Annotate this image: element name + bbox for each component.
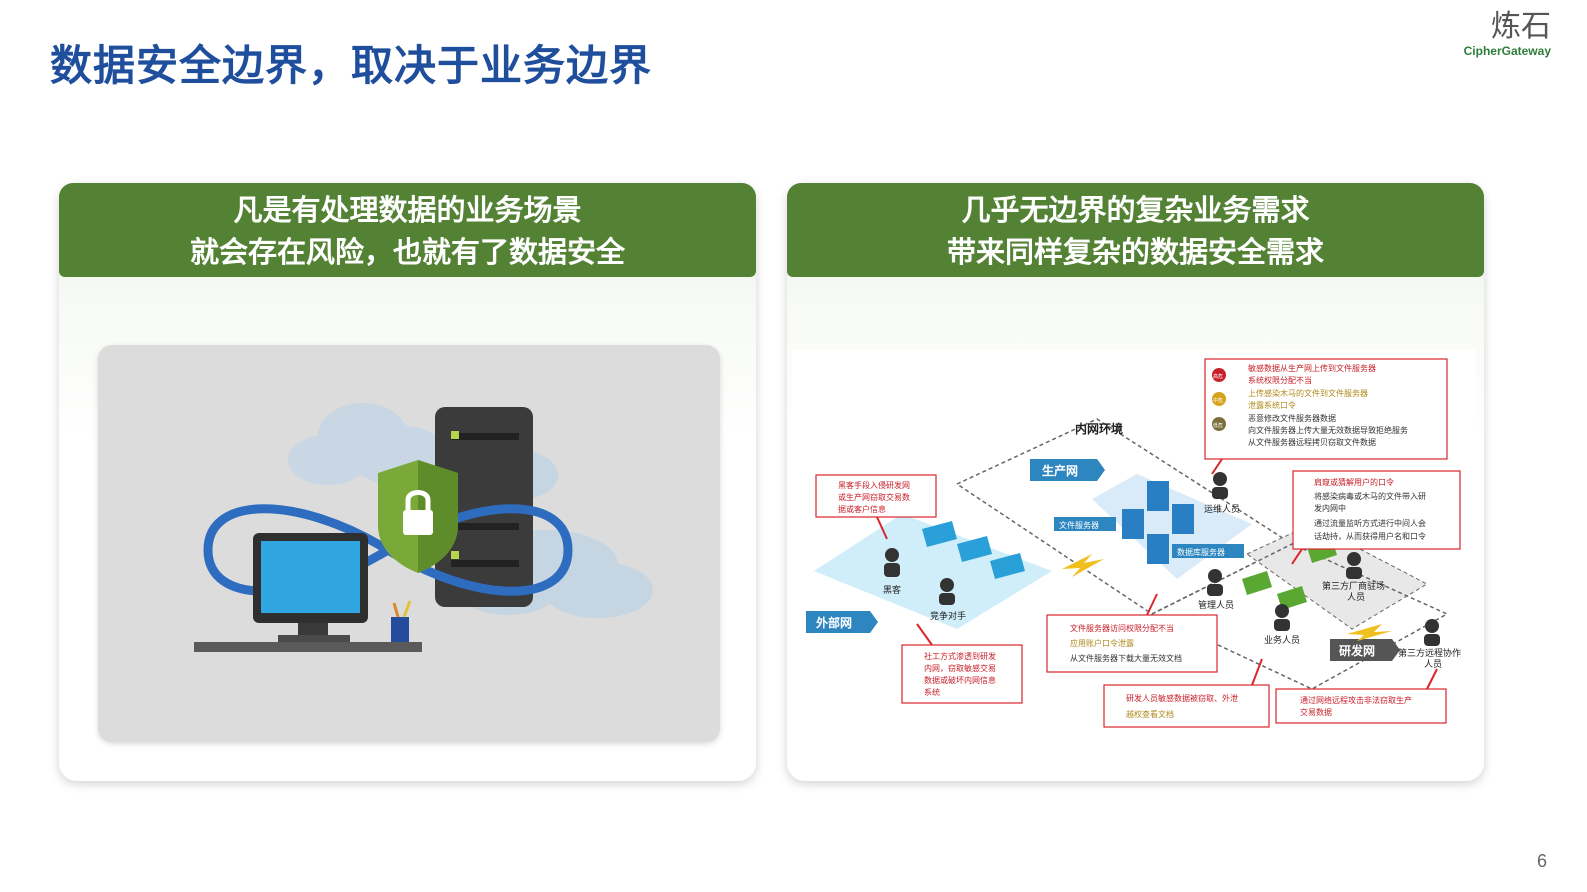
- risk-list-right: 肩窥或猜解用户的口令 将感染病毒或木马的文件带入研 发内网中 通过流量监听方式进…: [1314, 477, 1426, 541]
- risk-item: 应用账户口令泄露: [1070, 638, 1134, 648]
- risk-network-diagram: 内网环境 生产网 外部网 研发网 文件服务器 数据库服务器: [792, 349, 1476, 753]
- risk-box-top: [1204, 358, 1448, 460]
- risk-box-social: [901, 644, 1023, 704]
- risk-item: 敏感数据从生产网上传到文件服务器: [1248, 363, 1376, 373]
- risk-item: 系统: [924, 687, 940, 697]
- left-header-line1: 凡是有处理数据的业务场景: [233, 193, 582, 227]
- risk-list-rnd: 研发人员敏感数据被窃取、外泄 越权查看文档: [1126, 693, 1238, 719]
- risk-level-high-badge: [1212, 368, 1226, 382]
- slide-title: 数据安全边界，取决于业务边界: [50, 41, 653, 90]
- left-header-line2: 就会存在风险，也就有了数据安全: [189, 235, 625, 269]
- risk-item: 将感染病毒或木马的文件带入研: [1314, 491, 1426, 501]
- zone-inner-label: 内网环境: [1075, 421, 1123, 436]
- risk-box-hacker: [815, 474, 937, 518]
- risk-item: 发内网中: [1314, 503, 1346, 513]
- logo-cn-text: 炼石: [1491, 9, 1551, 44]
- risk-list-social: 社工方式渗透到研发 内网，窃取敏感交易 数据或破坏内网信息 系统: [924, 651, 996, 697]
- zone-rnd-tag: [1330, 639, 1400, 661]
- role-business: 业务人员: [1264, 634, 1300, 646]
- zone-external-tag: [806, 611, 878, 633]
- risk-item: 社工方式渗透到研发: [924, 651, 996, 661]
- risk-level-mid-badge: [1212, 392, 1226, 406]
- risk-item: 交易数据: [1300, 707, 1332, 717]
- risk-item: 或生产网窃取交易数: [838, 492, 910, 502]
- risk-item: 研发人员敏感数据被窃取、外泄: [1126, 693, 1238, 703]
- role-ops: 运维人员: [1204, 503, 1240, 515]
- risk-list-file: 文件服务器访问权限分配不当 应用账户口令泄露 从文件服务器下载大量无效文档: [1070, 623, 1182, 663]
- risk-item: 恶意修改文件服务器数据: [1248, 413, 1336, 423]
- risk-item: 从文件服务器下载大量无效文档: [1070, 653, 1182, 663]
- lightning-icon: [1062, 554, 1392, 641]
- file-server-label: 文件服务器: [1059, 520, 1099, 530]
- risk-item: 从文件服务器远程拷贝窃取文件数据: [1248, 437, 1376, 447]
- risk-item: 话劫持，从而获得用户名和口令: [1314, 531, 1426, 541]
- zone-rnd-boundary: [1150, 543, 1449, 690]
- zone-rnd-label: 研发网: [1339, 643, 1375, 658]
- db-server-tag: [1172, 544, 1244, 558]
- security-illustration-svg: [194, 403, 653, 652]
- pen-cup-icon: [391, 600, 412, 642]
- right-panel: 几乎无边界的复杂业务需求 带来同样复杂的数据安全需求 内网环境 生产网 外部网 …: [787, 183, 1484, 781]
- security-illustration: [98, 345, 720, 742]
- risk-item: 泄露系统口令: [1248, 400, 1296, 410]
- right-panel-header: 几乎无边界的复杂业务需求 带来同样复杂的数据安全需求: [787, 183, 1484, 277]
- risk-level-mid: 中危: [1213, 397, 1223, 404]
- risk-box-file: [1046, 614, 1218, 673]
- risk-item: 越权查看文档: [1126, 709, 1174, 719]
- role-admin: 管理人员: [1198, 599, 1234, 611]
- zone-external-label: 外部网: [816, 615, 852, 630]
- risk-box-rnd: [1103, 684, 1270, 728]
- laptop-icon: [922, 521, 1025, 579]
- zone-rnd-area: [1246, 523, 1429, 630]
- risk-item: 向文件服务器上传大量无效数据导致拒绝服务: [1248, 425, 1408, 435]
- zone-production-label: 生产网: [1042, 463, 1078, 478]
- risk-item: 数据或破坏内网信息: [924, 675, 996, 685]
- risk-list-remote: 通过网络远程攻击非法窃取生产 交易数据: [1300, 695, 1412, 717]
- zone-external-area: [814, 514, 1052, 629]
- person-icon: [884, 472, 1440, 646]
- file-server-tag: [1054, 517, 1116, 531]
- risk-item: 内网，窃取敏感交易: [924, 663, 996, 673]
- zone-production-tag: [1030, 459, 1105, 481]
- risk-diagram-svg: 内网环境 生产网 外部网 研发网 文件服务器 数据库服务器: [806, 358, 1461, 728]
- risk-item: 文件服务器访问权限分配不当: [1070, 623, 1174, 633]
- risk-item: 通过网络远程攻击非法窃取生产: [1300, 695, 1412, 705]
- page-number: 6: [1536, 851, 1547, 871]
- db-server-label: 数据库服务器: [1177, 547, 1225, 557]
- risk-arrows: [876, 458, 1438, 690]
- role-third-party-onsite-2: 人员: [1347, 592, 1365, 603]
- risk-item: 通过流量监听方式进行中间人会: [1314, 518, 1426, 528]
- logo-en-text: CipherGateway: [1463, 44, 1551, 58]
- company-logo: 炼石 CipherGateway: [1463, 9, 1551, 59]
- risk-list-top: 敏感数据从生产网上传到文件服务器 系统权限分配不当 上传感染木马的文件到文件服务…: [1248, 363, 1408, 447]
- left-panel: 凡是有处理数据的业务场景 就会存在风险，也就有了数据安全: [59, 183, 756, 781]
- server-cluster-icon: [1122, 481, 1194, 564]
- risk-item: 据或客户信息: [838, 504, 886, 514]
- risk-item: 系统权限分配不当: [1248, 375, 1312, 385]
- role-third-party-onsite-1: 第三方厂商驻场: [1322, 580, 1385, 592]
- risk-item: 黑客手段入侵研发网: [838, 480, 910, 490]
- risk-list-hacker: 黑客手段入侵研发网 或生产网窃取交易数 据或客户信息: [838, 480, 910, 514]
- risk-item: 肩窥或猜解用户的口令: [1314, 477, 1394, 487]
- role-third-party-remote-2: 人员: [1424, 659, 1442, 670]
- risk-item: 上传感染木马的文件到文件服务器: [1248, 388, 1368, 398]
- right-header-line1: 几乎无边界的复杂业务需求: [961, 193, 1310, 227]
- risk-box-remote: [1275, 688, 1447, 724]
- risk-level-low-badge: [1212, 417, 1226, 431]
- shield-lock-icon: [378, 460, 458, 573]
- role-competitor: 竞争对手: [930, 610, 966, 622]
- role-third-party-remote-1: 第三方远程协作: [1398, 647, 1461, 659]
- role-hacker: 黑客: [883, 584, 901, 596]
- left-panel-header: 凡是有处理数据的业务场景 就会存在风险，也就有了数据安全: [59, 183, 756, 277]
- monitor-icon: [194, 533, 422, 652]
- right-header-line2: 带来同样复杂的数据安全需求: [946, 235, 1324, 269]
- risk-box-right: [1292, 470, 1461, 550]
- risk-level-high: 高危: [1213, 373, 1223, 380]
- risk-level-low: 低危: [1213, 422, 1223, 429]
